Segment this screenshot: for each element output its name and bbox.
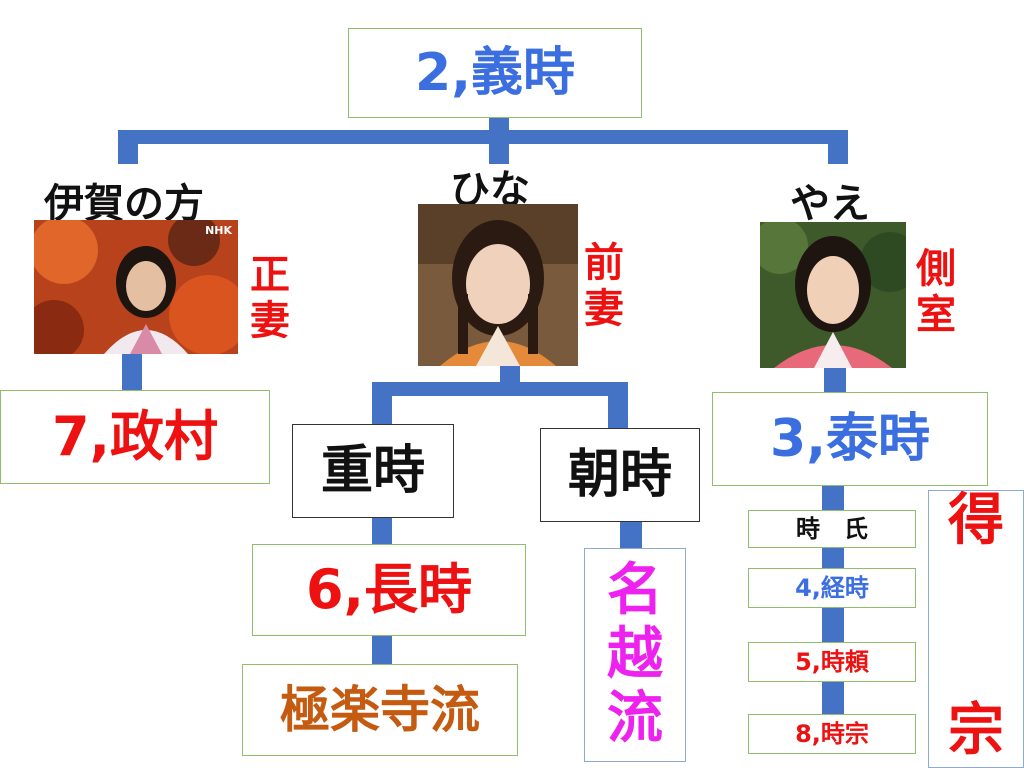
- yasutoki-box: 3,泰時: [712, 392, 988, 486]
- connector-yae-drop: [828, 130, 848, 164]
- tomotoki-label: 朝時: [567, 445, 672, 505]
- wife-name-yae: やえ: [790, 181, 870, 227]
- portrait-hina-icon: [418, 204, 578, 366]
- connector-hina-sons-bar: [372, 382, 628, 396]
- connector-yae-yasutoki: [824, 368, 846, 394]
- connector-nagatoki-gokurakuji: [372, 636, 392, 666]
- tokuso-box: 得宗: [928, 490, 1024, 768]
- shigetoki-box: 重時: [292, 424, 454, 518]
- root-yoshitoki-box: 2,義時: [348, 28, 642, 118]
- masamura-box: 7,政村: [0, 390, 270, 484]
- nhk-watermark: NHK: [205, 224, 232, 237]
- role-hina: 前妻: [584, 240, 624, 332]
- connector-shigetoki-drop: [372, 382, 392, 426]
- wife-name-hina: ひな: [450, 167, 530, 213]
- nagoe-box: 名越流: [584, 548, 686, 762]
- tokuso-label: 得宗: [948, 488, 1004, 763]
- tomotoki-box: 朝時: [540, 428, 700, 522]
- role-iga: 正妻: [250, 252, 290, 344]
- root-label: 2,義時: [415, 43, 575, 103]
- wife-name-iga: 伊賀の方: [44, 181, 204, 227]
- nagoe-label: 名越流: [607, 558, 663, 751]
- tsunetoki-label: 4,経時: [795, 574, 869, 602]
- portrait-iga-icon: NHK: [34, 220, 238, 354]
- masamura-label: 7,政村: [51, 405, 219, 468]
- tokiyori-box: 5,時頼: [748, 642, 916, 682]
- connector-hina-drop: [489, 130, 509, 164]
- tokimune-label: 8,時宗: [795, 720, 869, 748]
- role-yae: 側室: [916, 246, 956, 338]
- connector-wives-bar: [118, 130, 848, 144]
- connector-shigetoki-nagatoki: [372, 518, 392, 544]
- connector-hina-sons-stem: [500, 364, 520, 384]
- connector-tomotoki-drop: [608, 382, 628, 430]
- tokiuji-label: 時 氏: [796, 515, 868, 543]
- tokiyori-label: 5,時頼: [795, 648, 869, 676]
- gokurakuji-box: 極楽寺流: [242, 664, 518, 756]
- connector-iga-masamura: [122, 354, 142, 390]
- connector-iga-drop: [118, 130, 138, 164]
- portrait-yae-icon: [760, 222, 906, 368]
- tokiuji-box: 時 氏: [748, 510, 916, 548]
- tokimune-box: 8,時宗: [748, 714, 916, 754]
- gokurakuji-label: 極楽寺流: [280, 681, 480, 739]
- tsunetoki-box: 4,経時: [748, 568, 916, 608]
- nagatoki-box: 6,長時: [252, 544, 526, 636]
- yasutoki-label: 3,泰時: [770, 409, 930, 469]
- shigetoki-label: 重時: [320, 441, 425, 501]
- connector-tomotoki-nagoe: [620, 522, 642, 550]
- nagatoki-label: 6,長時: [305, 558, 473, 621]
